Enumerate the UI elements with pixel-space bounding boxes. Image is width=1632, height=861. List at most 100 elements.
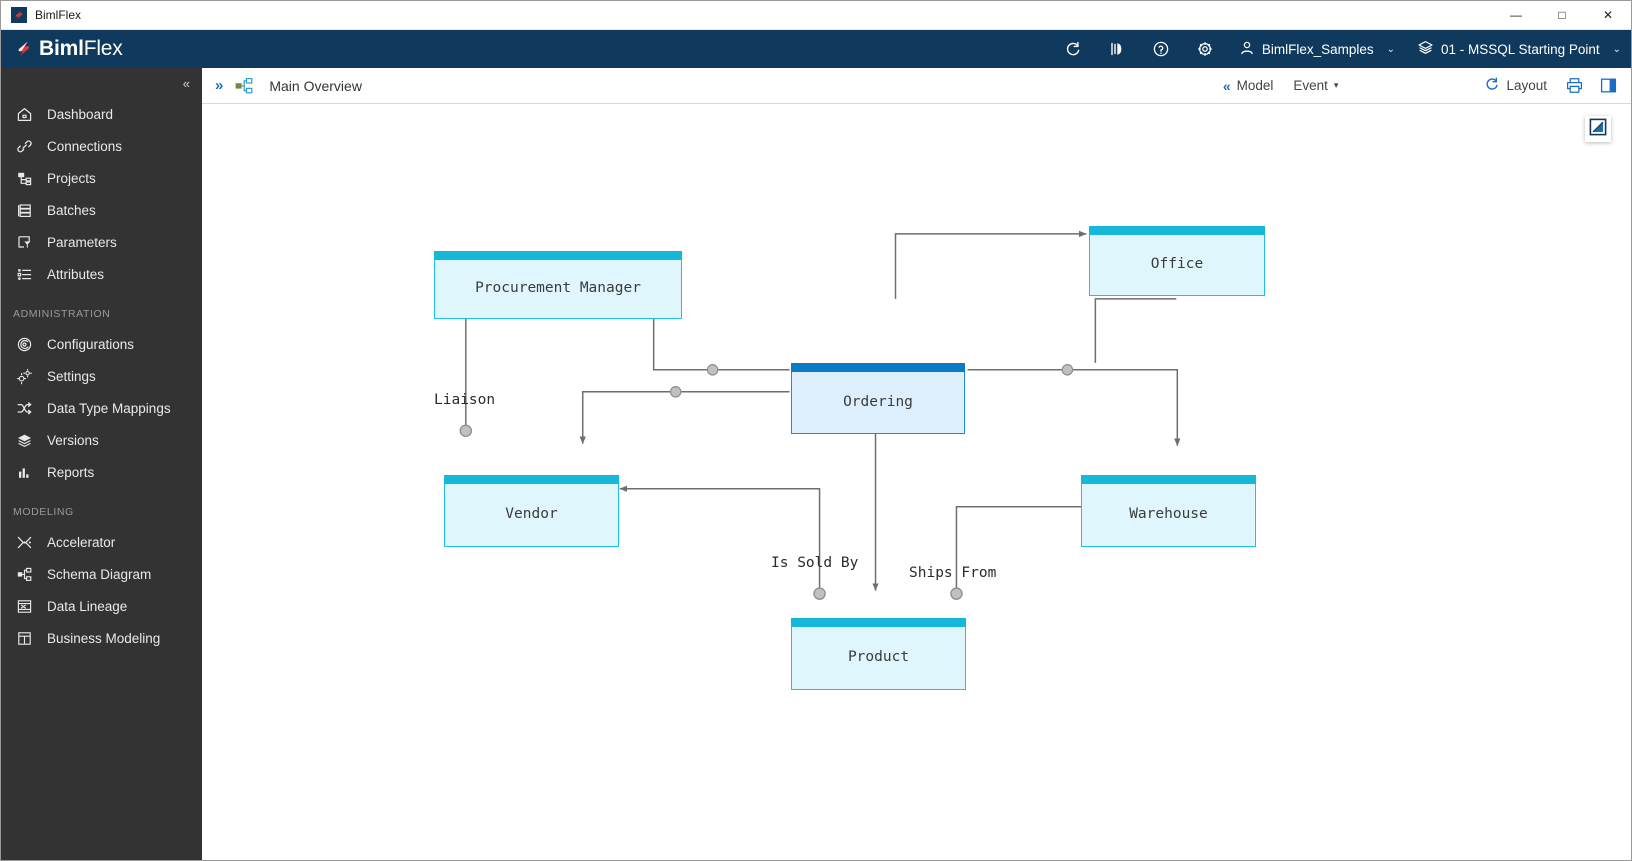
build-icon[interactable] <box>1095 30 1139 68</box>
sidebar-item-connections[interactable]: Connections <box>1 130 202 162</box>
bimlflex-brand-icon <box>13 38 35 60</box>
diagram-node-warehouse[interactable]: Warehouse <box>1081 475 1256 547</box>
settings-gear-icon[interactable] <box>1183 30 1227 68</box>
link-icon <box>15 137 33 155</box>
caret-down-icon: ▾ <box>1333 80 1339 90</box>
chevron-double-left-icon: « <box>182 75 190 91</box>
toolbar-actions: « Model Event ▾ La <box>1213 68 1631 104</box>
sidebar-item-label: Data Lineage <box>47 598 128 614</box>
model-label: Model <box>1236 78 1274 93</box>
sidebar-item-label: Attributes <box>47 266 105 282</box>
attributes-icon <box>15 265 33 283</box>
sidebar: « Dashboard <box>1 68 202 860</box>
sidebar-item-label: Projects <box>47 170 96 186</box>
diagram-title: Main Overview <box>269 77 362 94</box>
node-label: Procurement Manager <box>475 280 641 296</box>
app-body: « Dashboard <box>1 68 1631 860</box>
user-menu[interactable]: BimlFlex_Samples ⌄ <box>1227 30 1405 68</box>
layout-button[interactable]: Layout <box>1474 68 1557 104</box>
sidebar-item-dashboard[interactable]: Dashboard <box>1 98 202 130</box>
sidebar-item-accelerator[interactable]: Accelerator <box>1 526 202 558</box>
sidebar-item-versions[interactable]: Versions <box>1 424 202 456</box>
window-controls: — □ ✕ <box>1493 1 1631 30</box>
business-modeling-icon <box>15 629 33 647</box>
schema-diagram-icon <box>233 75 255 97</box>
sidebar-item-label: Configurations <box>47 336 135 352</box>
printer-icon[interactable] <box>1557 68 1591 104</box>
diagram-toolbar: » Main Overview « Model <box>202 68 1631 104</box>
diagram-node-product[interactable]: Product <box>791 618 966 690</box>
sidebar-item-schema-diagram[interactable]: Schema Diagram <box>1 558 202 590</box>
sidebar-item-label: Accelerator <box>47 534 116 550</box>
version-label: 01 - MSSQL Starting Point <box>1441 41 1600 57</box>
user-label: BimlFlex_Samples <box>1261 41 1374 57</box>
sidebar-item-label: Dashboard <box>47 106 114 122</box>
sidebar-item-label: Batches <box>47 202 96 218</box>
layers-icon <box>1417 39 1434 59</box>
layout-label: Layout <box>1506 78 1547 93</box>
model-button[interactable]: « Model <box>1213 68 1284 104</box>
settings-icon <box>15 367 33 385</box>
sidebar-item-business-modeling[interactable]: Business Modeling <box>1 622 202 654</box>
sidebar-expand-button[interactable]: » <box>215 77 224 94</box>
diagram-node-vendor[interactable]: Vendor <box>444 475 619 547</box>
node-label: Warehouse <box>1129 506 1208 522</box>
title-bar: BimlFlex — □ ✕ <box>1 1 1631 30</box>
diagram-node-procurement-manager[interactable]: Procurement Manager <box>434 251 682 319</box>
sidebar-item-label: Versions <box>47 432 99 448</box>
node-label: Ordering <box>843 393 913 410</box>
sidebar-item-reports[interactable]: Reports <box>1 456 202 488</box>
version-menu[interactable]: 01 - MSSQL Starting Point ⌄ <box>1405 30 1631 68</box>
sidebar-item-batches[interactable]: Batches <box>1 194 202 226</box>
close-button[interactable]: ✕ <box>1602 8 1614 22</box>
reports-icon <box>15 463 33 481</box>
sidebar-item-label: Business Modeling <box>47 630 161 646</box>
sidebar-collapse-button[interactable]: « <box>1 68 202 98</box>
sidebar-item-parameters[interactable]: Parameters <box>1 226 202 258</box>
node-label: Office <box>1150 256 1204 272</box>
home-icon <box>15 105 33 123</box>
toggle-panel-icon[interactable] <box>1591 68 1625 104</box>
refresh-icon[interactable] <box>1051 30 1095 68</box>
header-actions: BimlFlex_Samples ⌄ 01 - MSSQL Starting P… <box>1051 30 1631 68</box>
app-header: BimlFlex <box>1 30 1631 68</box>
projects-icon <box>15 169 33 187</box>
brand: BimlFlex <box>13 37 123 61</box>
diagram-node-office[interactable]: Office <box>1089 226 1265 296</box>
diagram-edges <box>459 230 1181 600</box>
chevron-down-icon: ⌄ <box>1386 43 1396 55</box>
help-icon[interactable] <box>1139 30 1183 68</box>
accelerator-icon <box>15 533 33 551</box>
sidebar-item-attributes[interactable]: Attributes <box>1 258 202 290</box>
sidebar-item-label: Schema Diagram <box>47 566 152 582</box>
parameters-icon <box>15 233 33 251</box>
sidebar-item-projects[interactable]: Projects <box>1 162 202 194</box>
chevron-down-icon: ⌄ <box>1612 43 1621 55</box>
diagram-canvas[interactable]: Procurement Manager Office Ordering Vend… <box>202 104 1631 860</box>
schema-diagram-icon <box>15 565 33 583</box>
maximize-button[interactable]: □ <box>1558 8 1566 22</box>
main-content: » Main Overview « Model <box>202 68 1631 860</box>
sidebar-item-data-type-mappings[interactable]: Data Type Mappings <box>1 392 202 424</box>
data-lineage-icon <box>15 597 33 615</box>
sidebar-item-settings[interactable]: Settings <box>1 360 202 392</box>
edge-label-is-sold-by: Is Sold By <box>771 555 859 571</box>
chevron-double-left-icon: « <box>1222 77 1231 94</box>
sidebar-item-label: Reports <box>47 464 95 480</box>
sidebar-item-data-lineage[interactable]: Data Lineage <box>1 590 202 622</box>
minimap-toggle-button[interactable] <box>1585 116 1611 142</box>
sidebar-section-administration: ADMINISTRATION <box>13 308 111 320</box>
diagram-node-ordering[interactable]: Ordering <box>791 363 965 434</box>
brand-bold: Biml <box>39 37 84 60</box>
sidebar-item-configurations[interactable]: Configurations <box>1 328 202 360</box>
sidebar-item-label: Connections <box>47 138 123 154</box>
brand-title: BimlFlex <box>39 37 123 61</box>
event-menu[interactable]: Event ▾ <box>1283 68 1348 104</box>
sidebar-item-label: Parameters <box>47 234 117 250</box>
sidebar-item-label: Settings <box>47 368 96 384</box>
data-type-mappings-icon <box>15 399 33 417</box>
bimlflex-logo-icon <box>11 7 27 23</box>
sidebar-item-label: Data Type Mappings <box>47 400 171 416</box>
minimize-button[interactable]: — <box>1510 8 1522 22</box>
